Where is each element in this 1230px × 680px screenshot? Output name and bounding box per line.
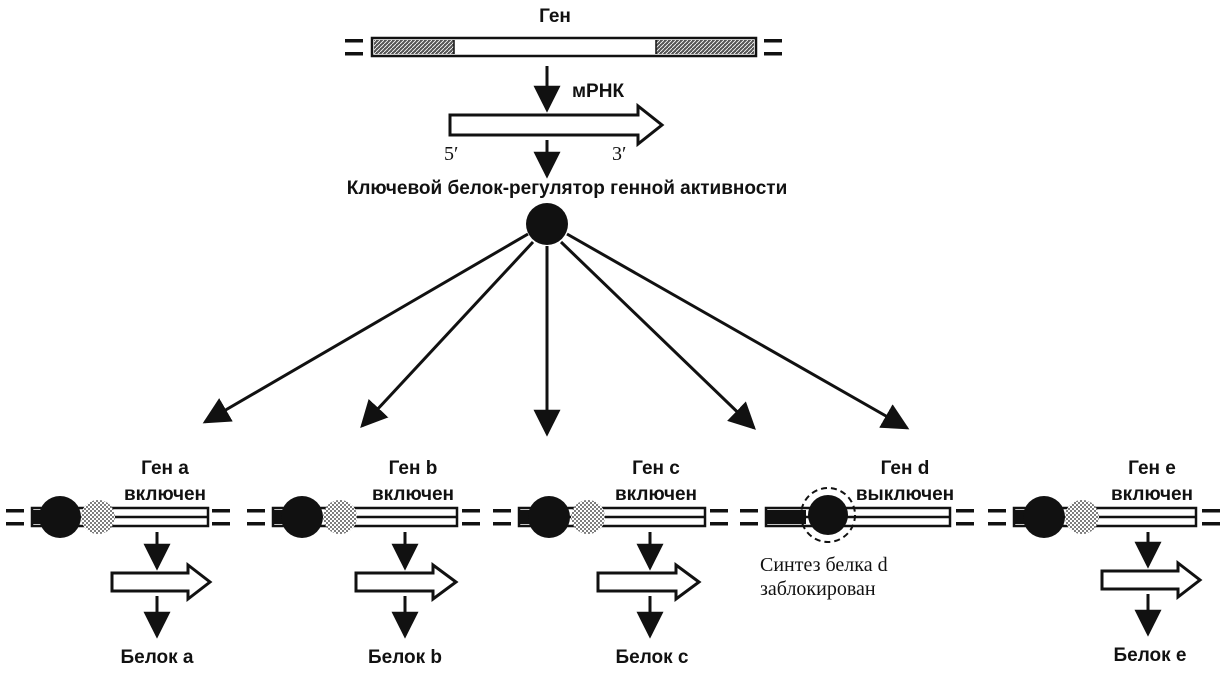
gene-c-protein: Белок c	[615, 647, 688, 668]
three-prime-label: 3′	[612, 143, 626, 165]
gene-b-state: включен	[372, 484, 454, 505]
gene-c-mrna-arrow	[596, 562, 702, 602]
gene-d-state: выключен	[856, 484, 954, 505]
gene-b-mrna-arrow	[354, 562, 459, 602]
arrow-to-gene-e	[566, 232, 910, 430]
arrow-to-gene-d	[559, 240, 756, 430]
five-prime-label: 5′	[444, 143, 458, 165]
regulator-arrows	[202, 232, 910, 437]
arrow-to-gene-b	[360, 240, 535, 428]
gene-a-protein: Белок a	[120, 647, 193, 668]
gene-e-mrna-arrow	[1100, 559, 1203, 601]
gene-c-cofactor	[571, 500, 605, 534]
gene-b-cofactor	[323, 500, 357, 534]
regulator-label: Ключевой белок-регулятор генной активнос…	[347, 178, 788, 199]
regulator-protein	[526, 203, 568, 245]
gene-b-protein: Белок b	[368, 647, 442, 668]
gene-a-state: включен	[124, 484, 206, 505]
gene-d-regulator	[808, 495, 848, 535]
gene-d-blocked-line1: Синтез белка d	[760, 554, 888, 576]
gene-a-cofactor	[81, 500, 115, 534]
arrow-to-gene-a	[202, 232, 529, 424]
gene-e-unit: Ген e включен Белок e	[988, 458, 1220, 666]
gene-a-regulator	[39, 496, 81, 538]
gene-a-unit: Ген a включен Белок a	[6, 458, 230, 668]
gene-c-unit: Ген c включен Белок c	[493, 458, 728, 668]
gene-a-mrna-arrow	[110, 561, 213, 603]
gene-e-cofactor	[1065, 500, 1099, 534]
gene-d-blocked-line2: заблокирован	[760, 578, 876, 600]
gene-e-protein: Белок e	[1113, 645, 1186, 666]
gene-c-name: Ген c	[632, 458, 680, 479]
gene-b-unit: Ген b включен Белок b	[247, 458, 480, 668]
gene-c-state: включен	[615, 484, 697, 505]
gene-b-regulator	[281, 496, 323, 538]
gene-b-name: Ген b	[389, 458, 438, 479]
gene-d-name: Ген d	[881, 458, 930, 479]
gene-a-name: Ген a	[141, 458, 189, 479]
top-gene-dna	[345, 36, 782, 58]
mrna-label: мРНК	[572, 81, 624, 102]
gene-d-unit: Ген d выключен Синтез белка d заблокиров…	[740, 458, 974, 600]
gene-c-regulator	[528, 496, 570, 538]
gene-e-regulator	[1023, 496, 1065, 538]
top-gene-label: Ген	[539, 6, 571, 27]
mrna-arrow	[448, 102, 665, 148]
gene-d-blocked-ring	[800, 487, 856, 543]
gene-e-name: Ген e	[1128, 458, 1176, 479]
gene-e-state: включен	[1111, 484, 1193, 505]
